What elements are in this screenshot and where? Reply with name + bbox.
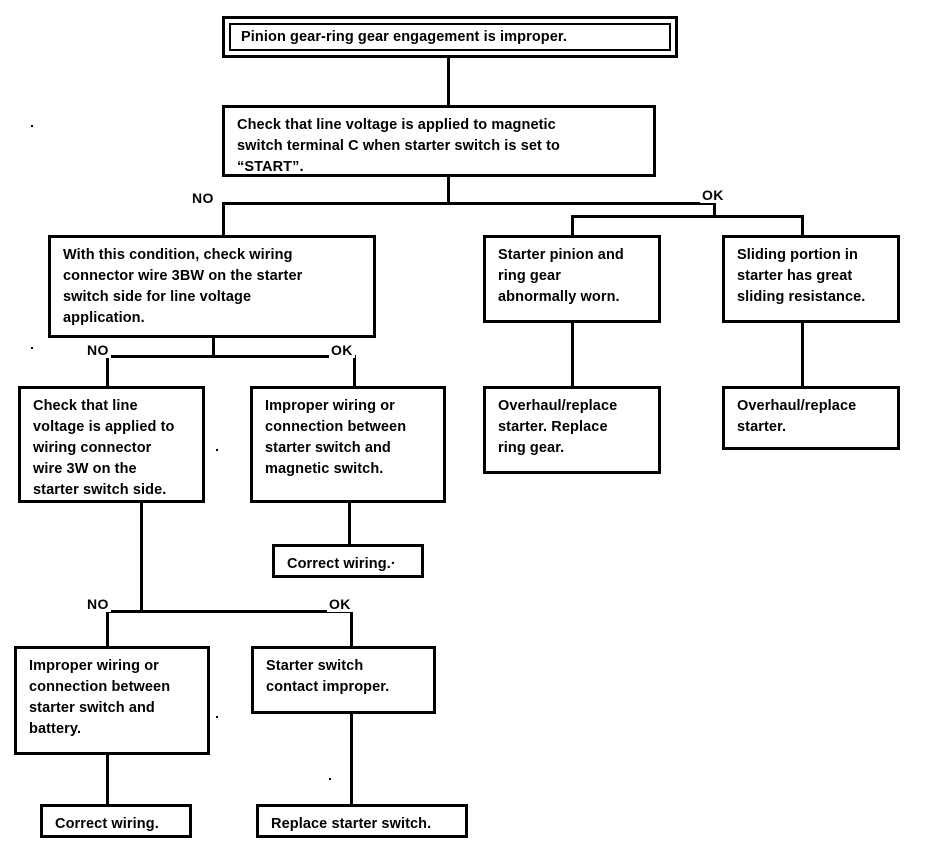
node-correct-wiring-middle-label: Correct wiring.· bbox=[287, 556, 396, 572]
node-check-wire-3bw-label: With this condition, check wiring connec… bbox=[63, 247, 303, 327]
edge-ok-subbus-level1 bbox=[571, 215, 804, 218]
branch-label-ok-3: OK bbox=[327, 596, 353, 612]
branch-label-no-1: NO bbox=[190, 190, 216, 206]
node-overhaul-replace-starter-label: Overhaul/replace starter. bbox=[737, 398, 857, 436]
node-overhaul-replace-ring-gear[interactable]: Overhaul/replace starter. Replace ring g… bbox=[483, 386, 661, 474]
edge-check-magnetic-stub bbox=[447, 176, 450, 202]
edge-improper-battery-to-correct-wiring bbox=[106, 755, 109, 804]
edge-start-to-check-magnetic bbox=[447, 57, 450, 105]
node-start[interactable]: Pinion gear-ring gear engagement is impr… bbox=[222, 16, 678, 58]
edge-ok-leg-level2 bbox=[353, 355, 356, 386]
node-check-line-voltage-magnetic-label: Check that line voltage is applied to ma… bbox=[237, 117, 560, 176]
branch-label-ok-2: OK bbox=[329, 342, 355, 358]
edge-improper-magnetic-to-correct-wiring bbox=[348, 503, 351, 547]
edge-3bw-stub bbox=[212, 337, 215, 355]
edge-split-bus-level3 bbox=[106, 610, 353, 613]
edge-sliding-to-overhaul-starter bbox=[801, 323, 804, 386]
node-correct-wiring-middle[interactable]: Correct wiring.· bbox=[272, 544, 424, 578]
branch-label-ok-1: OK bbox=[700, 187, 726, 203]
node-starter-switch-contact[interactable]: Starter switch contact improper. bbox=[251, 646, 436, 714]
node-starter-pinion-worn-label: Starter pinion and ring gear abnormally … bbox=[498, 247, 624, 306]
node-correct-wiring-bottom-label: Correct wiring. bbox=[55, 816, 159, 832]
scan-speck bbox=[329, 778, 331, 780]
node-sliding-portion-label: Sliding portion in starter has great sli… bbox=[737, 247, 866, 306]
node-start-inner: Pinion gear-ring gear engagement is impr… bbox=[229, 23, 671, 51]
node-replace-starter-switch[interactable]: Replace starter switch. bbox=[256, 804, 468, 838]
branch-label-no-3: NO bbox=[85, 596, 111, 612]
node-improper-wiring-battery-label: Improper wiring or connection between st… bbox=[29, 658, 171, 738]
node-improper-wiring-magnetic[interactable]: Improper wiring or connection between st… bbox=[250, 386, 446, 503]
scan-speck bbox=[216, 449, 218, 451]
edge-to-sliding-portion bbox=[801, 215, 804, 235]
node-check-wire-3w[interactable]: Check that line voltage is applied to wi… bbox=[18, 386, 205, 503]
node-overhaul-replace-starter[interactable]: Overhaul/replace starter. bbox=[722, 386, 900, 450]
node-correct-wiring-bottom[interactable]: Correct wiring. bbox=[40, 804, 192, 838]
edge-split-bus-level1 bbox=[222, 202, 716, 205]
edge-no-leg-level1 bbox=[222, 202, 225, 235]
edge-no-leg-level3 bbox=[106, 610, 109, 646]
node-improper-wiring-battery[interactable]: Improper wiring or connection between st… bbox=[14, 646, 210, 755]
edge-contact-to-replace-switch bbox=[350, 714, 353, 804]
edge-3w-stub bbox=[140, 503, 143, 610]
node-improper-wiring-magnetic-label: Improper wiring or connection between st… bbox=[265, 398, 407, 478]
node-start-label: Pinion gear-ring gear engagement is impr… bbox=[241, 28, 567, 45]
branch-label-no-2: NO bbox=[85, 342, 111, 358]
node-replace-starter-switch-label: Replace starter switch. bbox=[271, 816, 432, 832]
scan-speck bbox=[31, 125, 33, 127]
edge-to-starter-pinion bbox=[571, 215, 574, 235]
edge-ok-leg-level3 bbox=[350, 610, 353, 646]
edge-pinion-to-overhaul-ring bbox=[571, 323, 574, 386]
scan-speck bbox=[31, 347, 33, 349]
node-starter-switch-contact-label: Starter switch contact improper. bbox=[266, 658, 390, 696]
node-check-wire-3bw[interactable]: With this condition, check wiring connec… bbox=[48, 235, 376, 338]
edge-split-bus-level2 bbox=[106, 355, 356, 358]
scan-speck bbox=[216, 716, 218, 718]
node-sliding-portion[interactable]: Sliding portion in starter has great sli… bbox=[722, 235, 900, 323]
node-check-line-voltage-magnetic[interactable]: Check that line voltage is applied to ma… bbox=[222, 105, 656, 177]
node-check-wire-3w-label: Check that line voltage is applied to wi… bbox=[33, 398, 175, 499]
edge-no-leg-level2 bbox=[106, 355, 109, 386]
node-starter-pinion-worn[interactable]: Starter pinion and ring gear abnormally … bbox=[483, 235, 661, 323]
edge-ok-leg-level1 bbox=[713, 202, 716, 218]
node-overhaul-replace-ring-gear-label: Overhaul/replace starter. Replace ring g… bbox=[498, 398, 618, 457]
